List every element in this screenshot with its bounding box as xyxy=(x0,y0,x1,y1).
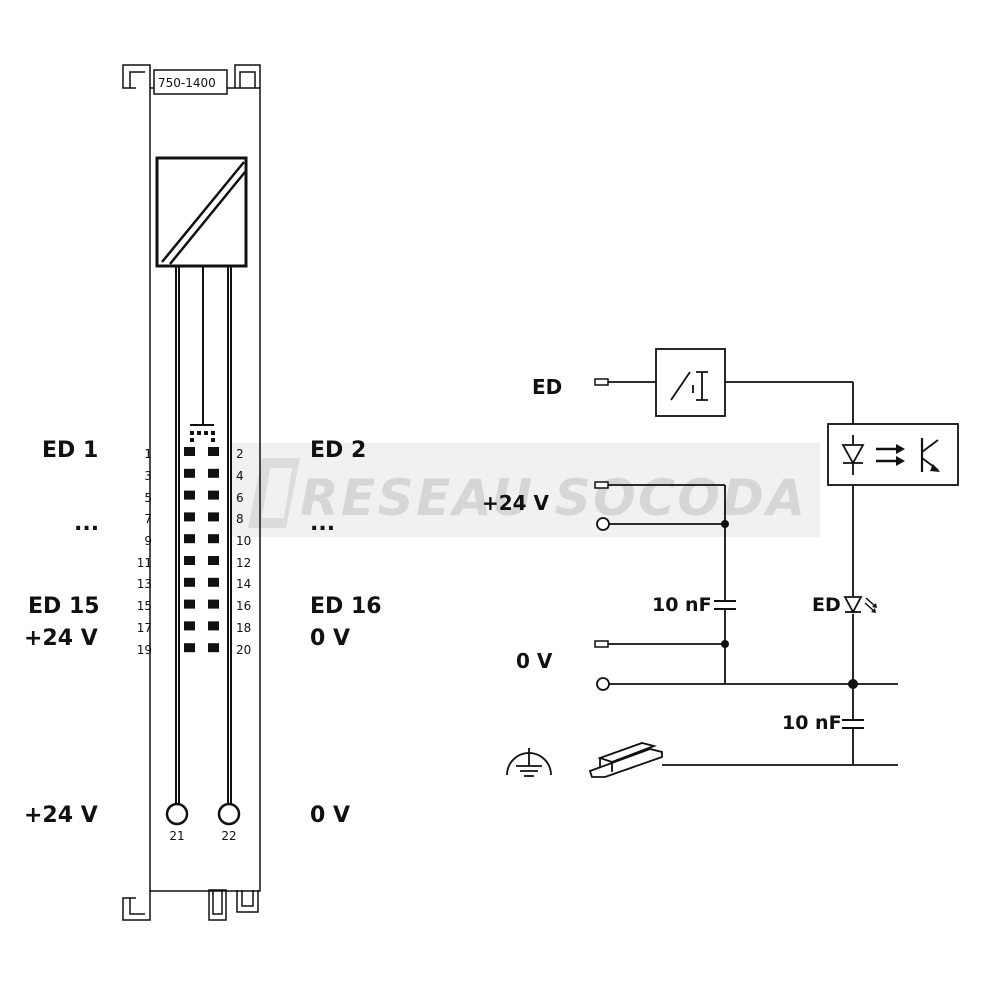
terminal-left-icon xyxy=(184,621,195,631)
terminal-right-icon xyxy=(208,534,219,544)
terminal-number: 8 xyxy=(236,512,244,526)
terminal-number: 19 xyxy=(137,643,152,657)
terminal-number: 2 xyxy=(236,447,244,461)
part-number-text: 750-1400 xyxy=(158,76,216,90)
zero-open-terminal-icon xyxy=(596,677,610,691)
terminal-left-icon xyxy=(184,643,195,653)
din-rail-icon xyxy=(588,742,663,778)
terminal-number: 10 xyxy=(236,534,251,548)
terminal-number: 6 xyxy=(236,491,244,505)
label-plus24-bottom: +24 V xyxy=(24,803,98,828)
terminal-numbers-right: 2 4 6 8 10 12 14 16 18 20 xyxy=(236,447,251,657)
terminal-left-icon xyxy=(184,599,195,609)
terminal-number: 5 xyxy=(144,491,152,505)
terminal-right-icon xyxy=(208,599,219,609)
terminal-numbers-left: 1 3 5 7 9 11 13 15 17 19 xyxy=(137,447,152,657)
bottom-terminals: 21 22 xyxy=(165,802,241,843)
terminal-left-icon xyxy=(184,512,195,522)
terminal-left-icon xyxy=(184,556,195,565)
label-ellipsis-right: ... xyxy=(310,511,335,536)
plus24-terminal-icon xyxy=(594,481,609,489)
junction-dots xyxy=(721,520,858,689)
terminal-left-icon xyxy=(184,577,195,587)
schematic-ed-label: ED xyxy=(532,375,562,399)
module-labels: ED 1 ED 2 ... ... ED 15 ED 16 +24 V 0 V … xyxy=(24,438,382,828)
label-ed16: ED 16 xyxy=(310,594,382,619)
terminal-number: 16 xyxy=(236,599,251,613)
label-ed2: ED 2 xyxy=(310,438,366,463)
watermark-logo-icon xyxy=(248,458,300,528)
input-filter-icon xyxy=(655,348,726,417)
terminal-right-icon xyxy=(208,577,219,587)
bus-connector-icon xyxy=(190,431,215,442)
zero-terminal-icon xyxy=(594,640,609,648)
label-zero-row: 0 V xyxy=(310,626,350,651)
label-ed15: ED 15 xyxy=(28,594,100,619)
capacitor-1-icon xyxy=(714,600,736,610)
status-led-icon xyxy=(843,596,877,614)
terminal-number: 4 xyxy=(236,469,244,483)
terminal-right-icon xyxy=(208,621,219,631)
terminal-right-icon xyxy=(208,468,219,478)
schematic-zero-label: 0 V xyxy=(516,649,553,673)
label-ellipsis-left: ... xyxy=(74,511,99,536)
terminal-right-icon xyxy=(208,490,219,500)
terminal-left-icon xyxy=(184,468,195,478)
terminal-number: 21 xyxy=(169,829,184,843)
terminal-number: 1 xyxy=(144,447,152,461)
terminal-number: 22 xyxy=(221,829,236,843)
terminal-number: 7 xyxy=(144,512,152,526)
label-ed1: ED 1 xyxy=(42,438,98,463)
optocoupler-icon xyxy=(827,423,959,486)
status-led-label: ED xyxy=(812,594,841,616)
terminal-number: 14 xyxy=(236,577,251,591)
ed-input-terminal-icon xyxy=(594,378,609,386)
terminal-number: 18 xyxy=(236,621,251,635)
terminal-number: 9 xyxy=(144,534,152,548)
capacitor-2-icon xyxy=(842,719,864,729)
terminal-right-icon xyxy=(208,556,219,565)
watermark: RESEAU SOCODA xyxy=(230,443,820,537)
terminal-number: 12 xyxy=(236,556,251,570)
terminal-left-icon xyxy=(184,447,195,456)
plus24-open-terminal-icon xyxy=(596,517,610,531)
terminal-block xyxy=(184,447,219,653)
capacitor-2-label: 10 nF xyxy=(782,712,842,734)
earth-ground-icon xyxy=(506,748,552,777)
terminal-right-icon xyxy=(208,447,219,456)
part-number-label: 750-1400 xyxy=(153,69,228,95)
schematic-plus24-label: +24 V xyxy=(482,491,550,515)
terminal-number: 11 xyxy=(137,556,152,570)
terminal-number: 13 xyxy=(137,577,152,591)
galvanic-isolation-icon xyxy=(155,156,248,268)
internal-wiring xyxy=(175,266,232,805)
label-zero-bottom: 0 V xyxy=(310,803,350,828)
terminal-number: 20 xyxy=(236,643,251,657)
terminal-number: 3 xyxy=(144,469,152,483)
capacitor-1-label: 10 nF xyxy=(652,594,712,616)
terminal-number: 17 xyxy=(137,621,152,635)
terminal-right-icon xyxy=(208,512,219,522)
terminal-left-icon xyxy=(184,490,195,500)
schematic-wires xyxy=(608,381,898,766)
input-schematic: ED +24 V 0 V 10 nF 10 nF ED xyxy=(482,348,959,778)
terminal-left-icon xyxy=(184,534,195,544)
terminal-22-icon xyxy=(217,802,241,826)
terminal-right-icon xyxy=(208,643,219,653)
terminal-number: 15 xyxy=(137,599,152,613)
label-plus24-row: +24 V xyxy=(24,626,98,651)
terminal-21-icon xyxy=(165,802,189,826)
